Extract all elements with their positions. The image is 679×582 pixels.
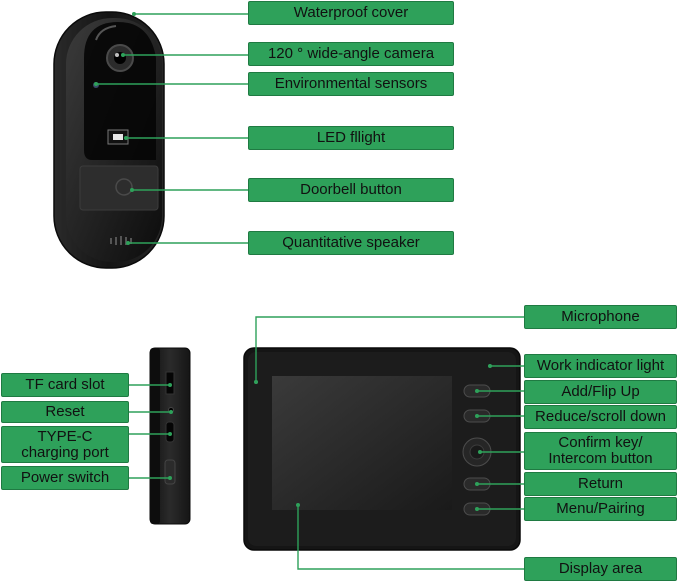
label-quantitative-speaker: Quantitative speaker	[248, 231, 454, 255]
power-switch-shape	[164, 459, 176, 485]
label-reduce-scroll-down: Reduce/scroll down	[524, 405, 677, 429]
label-reset: Reset	[1, 401, 129, 423]
monitor-leader-lines	[255, 316, 524, 570]
label-microphone: Microphone	[524, 305, 677, 329]
doorbell-leader-dots	[94, 12, 136, 245]
label-waterproof-cover: Waterproof cover	[248, 1, 454, 25]
label-display-area: Display area	[524, 557, 677, 581]
monitor-front	[243, 347, 521, 551]
display-screen	[272, 376, 452, 510]
doorbell-unit	[53, 11, 165, 269]
label-wide-angle-camera: 120 ° wide-angle camera	[248, 42, 454, 66]
label-tf-card-slot: TF card slot	[1, 373, 129, 397]
label-doorbell-button: Doorbell button	[248, 178, 454, 202]
side-leader-dots	[168, 383, 173, 480]
label-confirm-intercom: Confirm key/ Intercom button	[524, 432, 677, 470]
label-led-flight: LED fllight	[248, 126, 454, 150]
speaker-holes	[110, 236, 132, 245]
doorbell-leader-lines	[96, 13, 248, 244]
doorbell-button-shape	[79, 165, 159, 211]
doorbell-glass	[84, 22, 156, 160]
label-add-flip-up: Add/Flip Up	[524, 380, 677, 404]
label-menu-pairing: Menu/Pairing	[524, 497, 677, 521]
label-environmental-sensors: Environmental sensors	[248, 72, 454, 96]
label-power-switch: Power switch	[1, 466, 129, 490]
monitor-leader-dots	[254, 364, 492, 511]
label-return: Return	[524, 472, 677, 496]
side-leader-lines	[129, 384, 171, 479]
label-type-c-port: TYPE-C charging port	[1, 426, 129, 463]
label-work-indicator-light: Work indicator light	[524, 354, 677, 378]
